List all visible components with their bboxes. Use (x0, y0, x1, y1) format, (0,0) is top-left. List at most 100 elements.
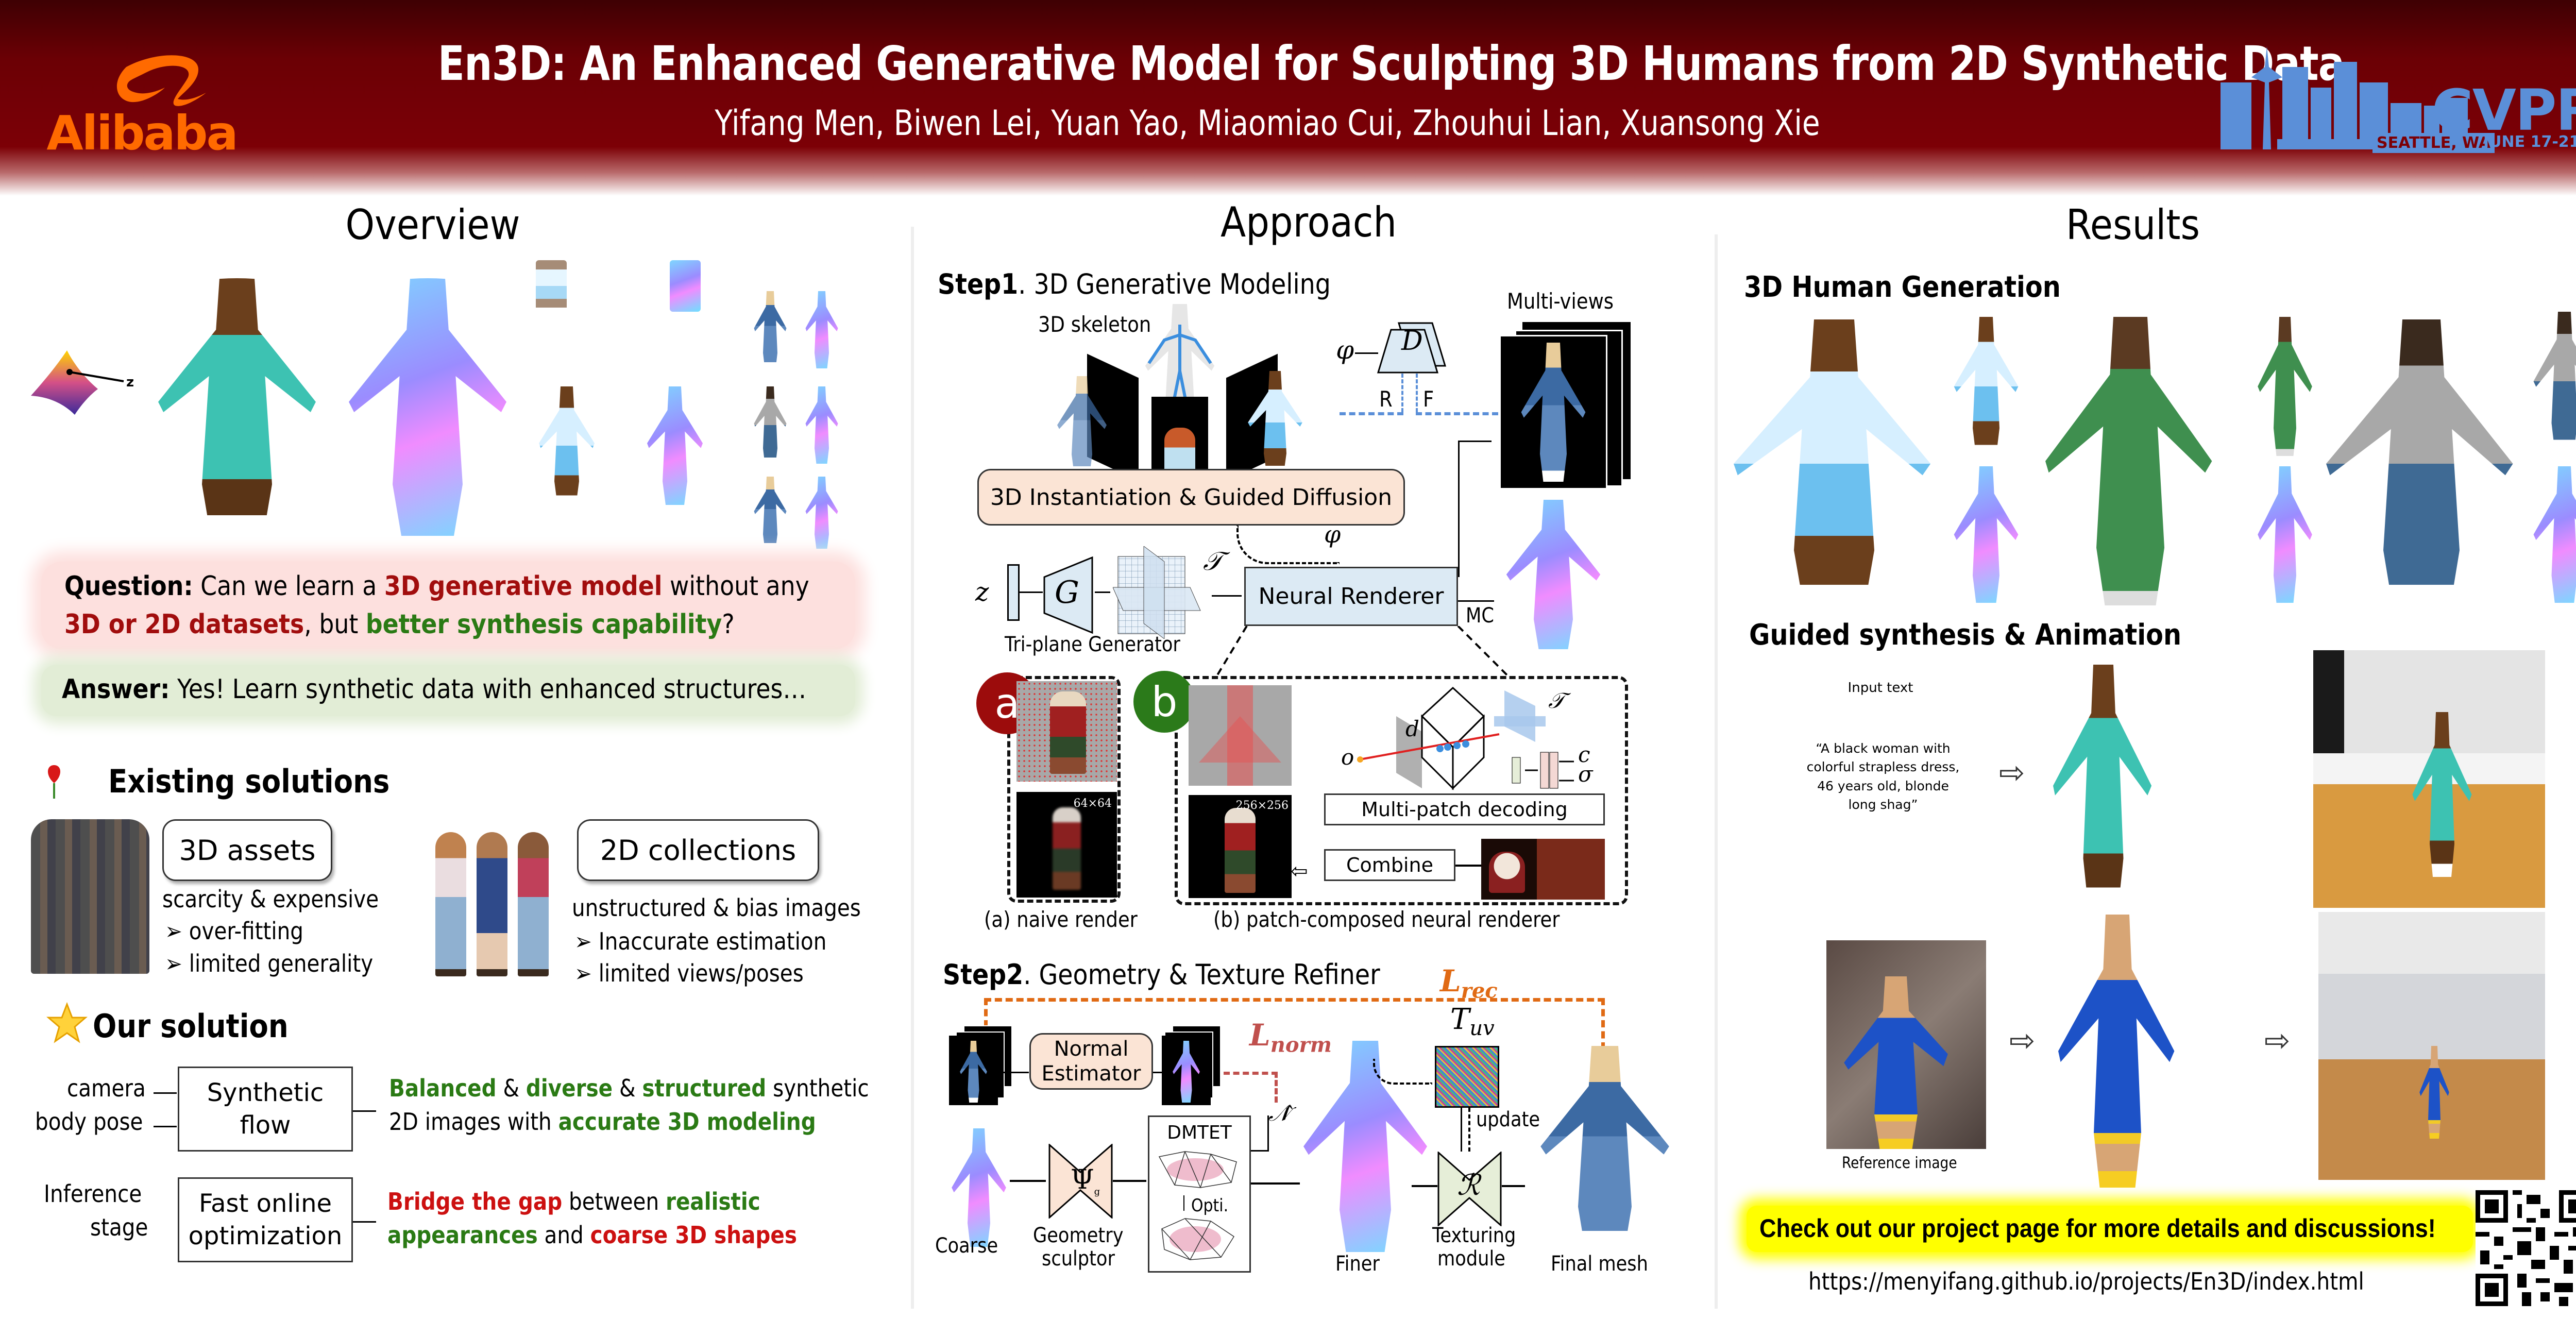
gallery-item (754, 386, 787, 464)
triplane-generator-label: Tri-plane Generator (1005, 633, 1180, 656)
gallery-item (647, 386, 703, 505)
generated-human (1734, 319, 1931, 608)
gallery-item (805, 386, 838, 464)
naive-sample-grid (1016, 681, 1117, 782)
3d-assets-bullet: ➢ over-fitting (165, 917, 303, 945)
finer-to-tuv-dashed (1373, 1059, 1432, 1085)
generator-label: G (1055, 574, 1079, 611)
instantiation-diffusion-box: 3D Instantiation & Guided Diffusion (977, 469, 1405, 526)
psi-symbol: Ψg (1071, 1164, 1100, 1197)
generated-human-side (2258, 317, 2312, 456)
flow-input-camera: camera (67, 1074, 146, 1102)
l-norm-dashed-arrow (1224, 1072, 1278, 1103)
arrow (1095, 591, 1110, 593)
discriminator-icon (1377, 322, 1447, 374)
project-url-link[interactable]: https://menyifang.github.io/projects/En3… (1808, 1267, 2364, 1295)
real-dash-line (1340, 412, 1403, 415)
mc-label: MC (1466, 604, 1494, 628)
approach-title: Approach (1220, 198, 1397, 246)
2d-collections-photo (430, 832, 554, 976)
flow2-result-line1: Bridge the gap between realistic (387, 1188, 760, 1215)
final-mesh (1540, 1046, 1669, 1247)
patch-renderer-panel (1175, 676, 1628, 905)
column-divider (1715, 234, 1718, 1309)
alibaba-logo-icon (116, 55, 206, 106)
flow2-result-line2: appearances and coarse 3D shapes (387, 1221, 797, 1249)
fake-dash-line (1416, 412, 1498, 415)
neural-renderer-box: Neural Renderer (1244, 567, 1458, 626)
final-mesh-label: Final mesh (1551, 1252, 1648, 1276)
input-text-label: Input text (1848, 680, 1913, 696)
patch-sample-image (1189, 685, 1292, 786)
skeleton-label: 3D skeleton (1038, 312, 1151, 337)
overview-title: Overview (345, 201, 520, 249)
discriminator-label: D (1401, 326, 1423, 357)
gallery-item (805, 477, 838, 549)
input-text-prompt: “A black woman with colorful strapless d… (1806, 741, 1960, 812)
animation-frame-office (2318, 912, 2545, 1180)
triplane-symbol-small: 𝒯 (1548, 688, 1565, 713)
answer-box: Answer: Yes! Learn synthetic data with e… (41, 665, 855, 716)
arrow (1455, 865, 1481, 867)
arrow (1010, 1180, 1046, 1182)
2d-collections-box: 2D collections (577, 819, 819, 881)
answer-label: Answer: (62, 674, 170, 705)
cta-text: Check out our project page for more deta… (1759, 1214, 2436, 1243)
arrow (1153, 1072, 1163, 1073)
generated-normal (2533, 466, 2576, 603)
coarse-normal-mesh (1506, 500, 1601, 649)
l-rec-loss-label: Lrec (1440, 963, 1498, 1003)
alibaba-wordmark: Alibaba (46, 106, 238, 161)
latent-distribution-plot: z (31, 350, 134, 415)
text-guided-human (2053, 665, 2152, 907)
real-arrow (1401, 374, 1403, 412)
update-label: update (1476, 1108, 1540, 1131)
uv-texture-map (1435, 1046, 1499, 1108)
density-output-label: σ (1578, 762, 1593, 787)
arrow (1502, 1185, 1525, 1187)
generator-icon (1043, 556, 1093, 634)
gallery-item (754, 477, 787, 549)
coarse-mesh (952, 1128, 1006, 1247)
3d-assets-crowd-image (31, 819, 149, 974)
arrow (1212, 595, 1242, 597)
flow1-result-line2: 2D images with accurate 3D modeling (389, 1108, 816, 1136)
finer-label: Finer (1335, 1252, 1380, 1276)
zoom-lines (1215, 626, 1510, 679)
stage-label: stage (90, 1213, 148, 1241)
2d-collections-bullet: ➢ limited views/poses (574, 959, 804, 987)
arrow (1020, 591, 1043, 593)
patch-renderer-caption: (b) patch-composed neural renderer (1213, 907, 1560, 932)
triplane-symbol: 𝒯 (1203, 546, 1223, 576)
qr-code-icon[interactable] (2476, 1190, 2576, 1306)
color-output-label: c (1578, 742, 1590, 767)
gallery-item (539, 386, 595, 505)
step2-title: Step2. Geometry & Texture Refiner (943, 958, 1380, 991)
question-line-2: 3D or 2D datasets, but better synthesis … (64, 609, 735, 640)
answer-text: Answer: Yes! Learn synthetic data with e… (62, 674, 807, 705)
phi-symbol: φ (1336, 335, 1354, 365)
coarse-label: Coarse (935, 1234, 998, 1258)
ray-sampling-diagram (1357, 686, 1574, 790)
generated-normal (2258, 466, 2312, 603)
reference-image-label: Reference image (1842, 1154, 1957, 1172)
renderer-to-multiview-line (1458, 441, 1492, 577)
results-title: Results (2066, 201, 2200, 249)
fast-online-optimization-box: Fast online optimization (178, 1177, 353, 1262)
generated-human (2326, 319, 2513, 608)
fake-arrow (1416, 374, 1418, 412)
generated-human (2045, 317, 2212, 605)
generated-human-side (2533, 312, 2576, 451)
flow-input-body-pose: body pose (35, 1108, 143, 1136)
phi-dashed-curve (1236, 526, 1340, 564)
existing-solutions-title: Existing solutions (108, 763, 390, 800)
overview-gallery (536, 260, 896, 549)
arrow-right-icon: ⇨ (2009, 1023, 2036, 1058)
cvpr-dates: JUNE 17-21, 2024 (2483, 133, 2576, 151)
t-uv-label: Tuv (1450, 1003, 1495, 1041)
cta-highlight (1747, 1206, 2473, 1252)
question-line-1: Question: Can we learn a 3D generative m… (64, 571, 809, 602)
tet-mesh-icon (1158, 1151, 1237, 1260)
naive-render-caption: (a) naive render (984, 907, 1138, 932)
2d-collections-bullet: ➢ Inaccurate estimation (574, 927, 827, 955)
